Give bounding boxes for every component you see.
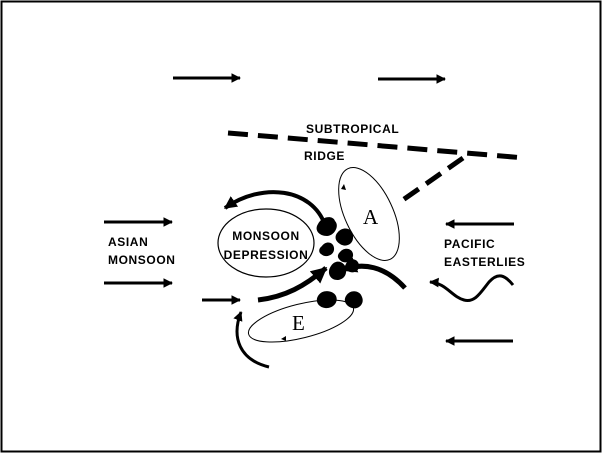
ridge-label: RIDGE <box>304 149 345 163</box>
pacific-label: PACIFIC <box>444 237 495 251</box>
anticyclone-letter: A <box>363 205 379 229</box>
depression-circulation-arrow <box>223 190 327 226</box>
convection-blob <box>319 242 335 257</box>
convection-blob <box>335 228 354 246</box>
anticyclone-ellipse <box>338 167 400 261</box>
convection-blob <box>345 259 359 273</box>
asian-label: ASIAN <box>108 235 148 249</box>
convection-cluster <box>316 217 363 309</box>
monsoon-label: MONSOON <box>108 253 176 267</box>
anticyclone-flow-tick <box>341 184 346 190</box>
monsoon-depression-label-line2: DEPRESSION <box>224 248 309 262</box>
southern-inflow-arrow <box>233 311 270 369</box>
ridge-connector-line <box>398 155 465 205</box>
easterlies-label: EASTERLIES <box>444 255 525 269</box>
monsoon-depression-ellipse <box>217 208 315 278</box>
convection-blob <box>316 217 337 236</box>
easterly-wave-arrow <box>429 274 515 302</box>
subtropical-label: SUBTROPICAL <box>306 122 399 136</box>
ellipse-e-flow-tick <box>281 336 286 341</box>
ellipse-e-letter: E <box>292 311 305 335</box>
convection-blob <box>344 291 363 309</box>
subtropical-ridge-line <box>227 130 526 161</box>
convection-blob <box>337 248 354 263</box>
monsoon-depression-label-line1: MONSOON <box>232 229 300 243</box>
ellipse-e <box>247 299 355 343</box>
convergence-arrow-left <box>257 266 328 303</box>
convection-blob <box>328 261 347 280</box>
